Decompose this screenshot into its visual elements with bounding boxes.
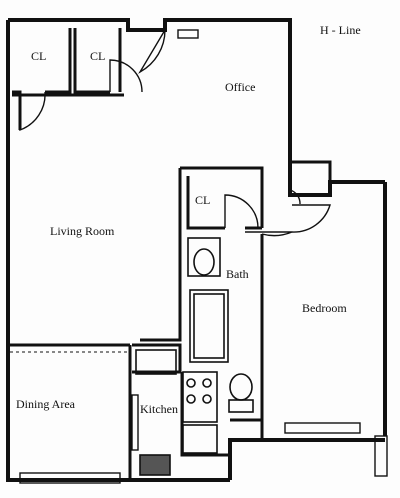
bedroom-label: Bedroom xyxy=(302,301,347,315)
door-swings xyxy=(19,29,331,237)
kitchen-fixtures xyxy=(135,349,218,476)
dining-area-label: Dining Area xyxy=(16,397,75,411)
kitchen-label: Kitchen xyxy=(140,402,178,416)
office-label: Office xyxy=(225,80,256,94)
closet-2-label: CL xyxy=(90,49,106,63)
bath-fixtures xyxy=(187,237,254,413)
closet-1-label: CL xyxy=(31,49,47,63)
closet-3-label: CL xyxy=(195,193,211,207)
line-label: H - Line xyxy=(320,23,361,37)
interior-walls xyxy=(8,160,332,480)
exterior-walls xyxy=(6,18,387,482)
bath-label: Bath xyxy=(226,267,249,281)
windows xyxy=(19,29,388,484)
closet-walls xyxy=(12,28,124,130)
living-room-label: Living Room xyxy=(50,224,115,238)
